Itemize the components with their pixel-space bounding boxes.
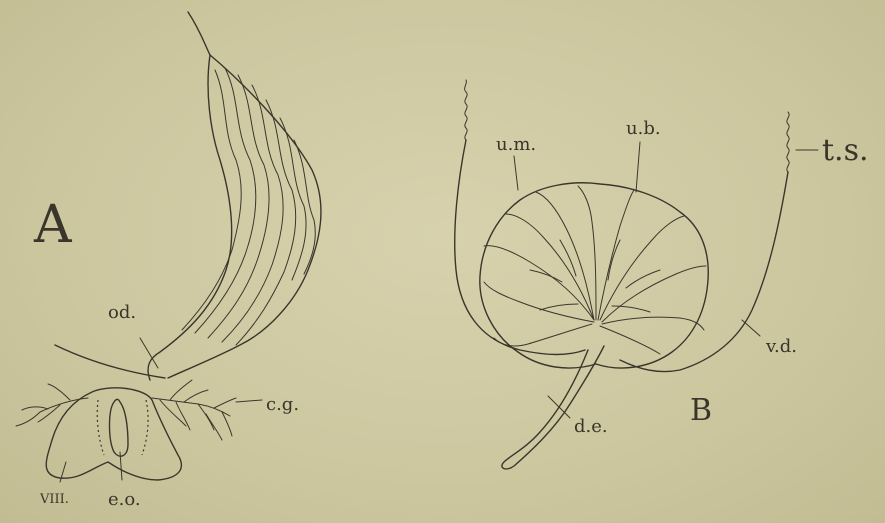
figure-a-letter: A <box>33 195 73 255</box>
figure-a-oviduct-outline <box>168 12 321 378</box>
figure-b-ejaculatory-duct <box>502 346 604 469</box>
figure-a-gland-left <box>16 384 88 426</box>
label-viii: VIII. <box>39 492 69 507</box>
label-cg: c.g. <box>266 394 299 415</box>
figure-a-cg-pointer <box>236 400 262 402</box>
label-vd: v.d. <box>765 336 797 357</box>
figure-b-vd-pointer <box>742 320 760 336</box>
figure-a-gland-right <box>152 380 236 440</box>
label-ts: t.s. <box>822 133 869 168</box>
figure-b-letter: B <box>690 393 712 428</box>
figure-b-left-vas <box>455 140 585 355</box>
label-ub: u.b. <box>626 118 661 139</box>
figure-b-gland-tubules <box>484 186 706 354</box>
figure-b-left-testis <box>465 80 468 140</box>
figure-b-right-testis <box>787 112 789 172</box>
figure-a-oviduct-inner-outline <box>148 55 232 380</box>
label-um: u.m. <box>496 134 536 155</box>
figure-b-right-vas <box>620 172 788 372</box>
figure-a-viii-pointer <box>60 462 66 482</box>
figure-a-egg-opening <box>110 399 129 456</box>
figure-b-um-pointer <box>514 156 518 190</box>
figure-a-tubules <box>182 68 315 345</box>
figure-b-ub-pointer <box>636 142 640 192</box>
label-eo: e.o. <box>108 489 141 510</box>
label-de: d.e. <box>574 416 608 437</box>
label-od: od. <box>108 302 136 323</box>
figure-b-de-pointer <box>548 396 570 418</box>
